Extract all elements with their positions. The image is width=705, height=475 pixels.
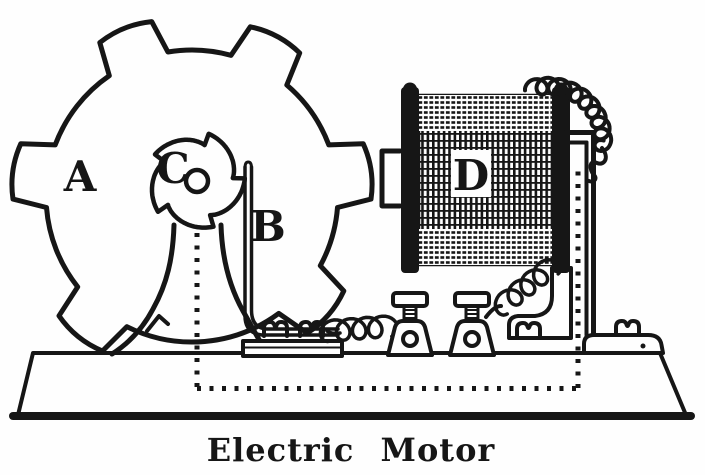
label-A: A: [63, 152, 98, 201]
coiled-wire-left: [318, 314, 400, 344]
coiled-wire-right: [493, 258, 563, 317]
label-B: B: [250, 202, 286, 251]
figure-caption: Electric Motor: [207, 431, 496, 469]
wire-staple: [614, 319, 641, 337]
screw-dot: [640, 343, 646, 349]
coil-foot-bracket: [507, 266, 573, 340]
label-patch: [451, 150, 491, 197]
wire-squiggle: [587, 146, 608, 184]
wire-lead: [325, 329, 342, 336]
coil-flange-left: [401, 87, 419, 273]
pedestal-step-notch: [145, 314, 170, 333]
label-D: D: [453, 151, 489, 200]
label-C: C: [156, 144, 189, 193]
core-pole-piece: [379, 148, 403, 209]
coil-flange-right: [552, 87, 570, 273]
coil-winding-top-band: [419, 95, 552, 131]
hidden-wiring-dotted-lines: [194, 169, 581, 391]
baseboard: [9, 351, 695, 420]
coil-winding-bottom-band: [419, 229, 552, 265]
pawl-base-plate: [241, 339, 344, 358]
binding-post-2: [448, 291, 496, 357]
spring-wire-over-coil: [523, 75, 614, 153]
binding-post-1: [386, 291, 434, 357]
axle-hole: [183, 167, 211, 195]
support-bracket: [563, 130, 665, 355]
